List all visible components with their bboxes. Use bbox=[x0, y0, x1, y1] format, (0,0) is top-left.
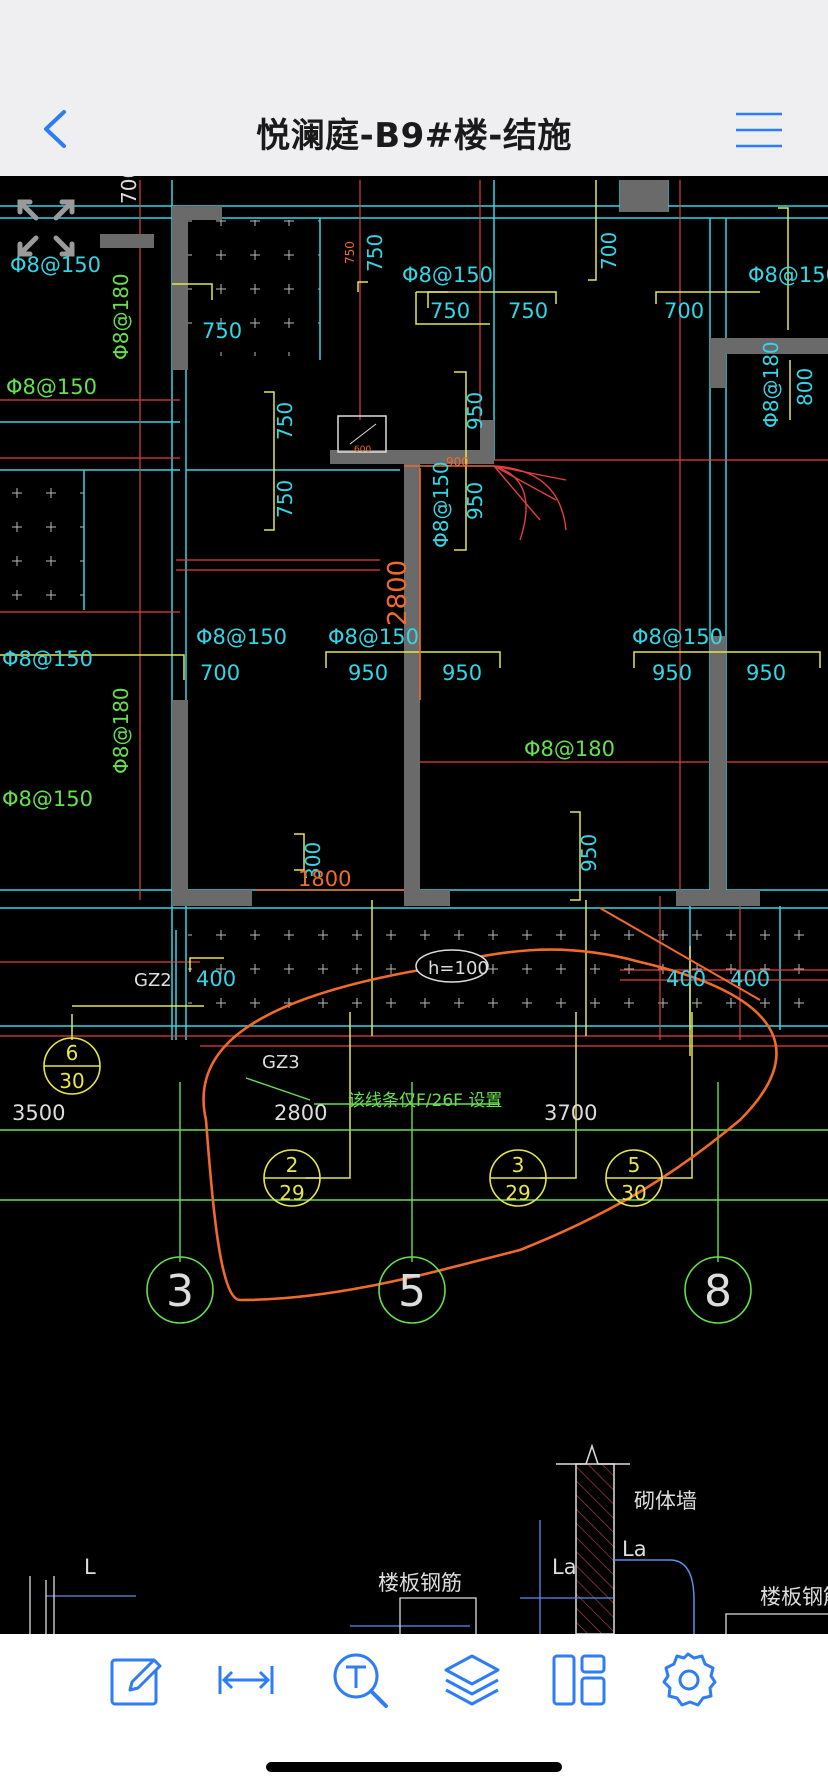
dim-label: 950 bbox=[442, 661, 482, 685]
rebar-label: Φ8@150 bbox=[2, 787, 93, 811]
markup-line bbox=[599, 907, 761, 1001]
layers-icon[interactable] bbox=[442, 1650, 502, 1710]
dim-label: 750 bbox=[273, 402, 297, 440]
layout-icon[interactable] bbox=[550, 1650, 610, 1710]
column-label: GZ3 bbox=[262, 1052, 300, 1073]
dim-label: 750 bbox=[343, 241, 357, 264]
slab-hatch bbox=[188, 906, 828, 1028]
height-tag bbox=[415, 949, 489, 983]
dim-label: 750 bbox=[363, 234, 387, 272]
markup-cloud[interactable] bbox=[202, 948, 778, 1302]
rebar-label: Φ8@180 bbox=[524, 737, 615, 761]
dim-label: 950 bbox=[463, 482, 487, 520]
dim-label: 700 bbox=[664, 299, 704, 323]
detail-label: L bbox=[84, 1555, 96, 1579]
detail-label: 砌体墙 bbox=[634, 1489, 697, 1513]
dim-label: 400 bbox=[730, 967, 770, 991]
dim-label: 750 bbox=[508, 299, 548, 323]
fit-screen-icon[interactable] bbox=[14, 196, 78, 260]
nav-bar: 悦澜庭-B9#楼-结施 bbox=[0, 0, 828, 176]
note-label: 该线条仅F/26F 设置 bbox=[348, 1091, 502, 1111]
dim-label: 800 bbox=[793, 368, 817, 406]
column-label: GZ2 bbox=[134, 970, 172, 991]
dim-label: 950 bbox=[652, 661, 692, 685]
detail-number: 30 bbox=[59, 1069, 84, 1093]
detail-label: La bbox=[622, 1537, 647, 1561]
axis-number: 3 bbox=[166, 1266, 194, 1317]
axis-bubbles bbox=[146, 1256, 752, 1324]
dim-label: 700 bbox=[117, 176, 141, 204]
dim-label: 950 bbox=[463, 392, 487, 430]
detail-label: La bbox=[552, 1555, 577, 1579]
stair-arcs bbox=[493, 465, 567, 541]
orange-dims bbox=[256, 465, 494, 891]
detail-label: 楼板钢筋 bbox=[378, 1571, 462, 1595]
axis-number: 8 bbox=[704, 1266, 732, 1317]
dim-label: 400 bbox=[196, 967, 236, 991]
detail-number: 5 bbox=[628, 1153, 641, 1177]
rebar-label: Φ8@150 bbox=[748, 263, 828, 287]
dim-label: 700 bbox=[200, 661, 240, 685]
span-dim: 2800 bbox=[274, 1101, 327, 1125]
dim-label: 400 bbox=[666, 967, 706, 991]
text-search-icon[interactable] bbox=[330, 1650, 390, 1710]
dim-label: 950 bbox=[348, 661, 388, 685]
rebar-label: Φ8@150 bbox=[429, 461, 453, 548]
equipment-box-line bbox=[349, 423, 377, 445]
rebar-label: Φ8@150 bbox=[328, 625, 419, 649]
rebar-label: Φ8@150 bbox=[10, 253, 101, 277]
detail-bubbles bbox=[43, 1037, 663, 1207]
rebar-label: Φ8@180 bbox=[109, 273, 133, 360]
rebar-label: Φ8@150 bbox=[196, 625, 287, 649]
rebar-label: Φ8@180 bbox=[759, 341, 783, 428]
dim-label: 750 bbox=[430, 299, 470, 323]
drawing-canvas[interactable]: Φ8@150 Φ8@150 Φ8@150 Φ8@150 Φ8@150 Φ8@15… bbox=[0, 176, 828, 1634]
span-dim: 3500 bbox=[12, 1101, 65, 1125]
slab-hatch bbox=[0, 468, 84, 608]
dim-label: 600 bbox=[354, 445, 371, 455]
rebar-label: Φ8@180 bbox=[109, 687, 133, 774]
detail-label: 楼板钢筋 bbox=[760, 1585, 828, 1609]
dim-label: 950 bbox=[577, 834, 601, 872]
detail-number: 29 bbox=[505, 1181, 530, 1205]
dim-label: 750 bbox=[202, 319, 242, 343]
dimension-lines bbox=[0, 180, 821, 1179]
rebar-label: Φ8@150 bbox=[6, 375, 97, 399]
drawing-svg: Φ8@150 Φ8@150 Φ8@150 Φ8@150 Φ8@150 Φ8@15… bbox=[0, 176, 828, 1634]
detail-number: 29 bbox=[279, 1181, 304, 1205]
dim-label: 900 bbox=[446, 455, 469, 469]
menu-icon[interactable] bbox=[734, 110, 784, 150]
home-indicator bbox=[266, 1762, 562, 1772]
detail-number: 3 bbox=[512, 1153, 525, 1177]
rebar-label: Φ8@150 bbox=[632, 625, 723, 649]
bottom-toolbar bbox=[0, 1634, 828, 1792]
settings-icon[interactable] bbox=[658, 1650, 718, 1710]
rebar-label: Φ8@150 bbox=[2, 647, 93, 671]
wall-section-detail bbox=[29, 1443, 828, 1634]
walls bbox=[100, 180, 828, 906]
span-dim: 3700 bbox=[544, 1101, 597, 1125]
detail-number: 2 bbox=[286, 1153, 299, 1177]
axis-number: 5 bbox=[398, 1266, 426, 1317]
back-icon[interactable] bbox=[34, 104, 84, 154]
page-title: 悦澜庭-B9#楼-结施 bbox=[256, 116, 572, 156]
equipment-box bbox=[337, 415, 387, 453]
dim-label: 1800 bbox=[298, 867, 351, 891]
edit-icon[interactable] bbox=[108, 1650, 168, 1710]
height-tag-label: h=100 bbox=[428, 958, 489, 979]
dim-label: 950 bbox=[746, 661, 786, 685]
dim-label: 750 bbox=[273, 480, 297, 518]
detail-number: 30 bbox=[621, 1181, 646, 1205]
dim-label: 300 bbox=[301, 842, 325, 880]
slab-hatch bbox=[188, 220, 320, 356]
axis-lines bbox=[0, 1077, 828, 1262]
rebar-label: Φ8@150 bbox=[402, 263, 493, 287]
detail-number: 6 bbox=[66, 1041, 79, 1065]
measure-icon[interactable] bbox=[216, 1650, 276, 1710]
dim-label: 2800 bbox=[383, 560, 413, 626]
dim-label: 700 bbox=[597, 232, 621, 270]
